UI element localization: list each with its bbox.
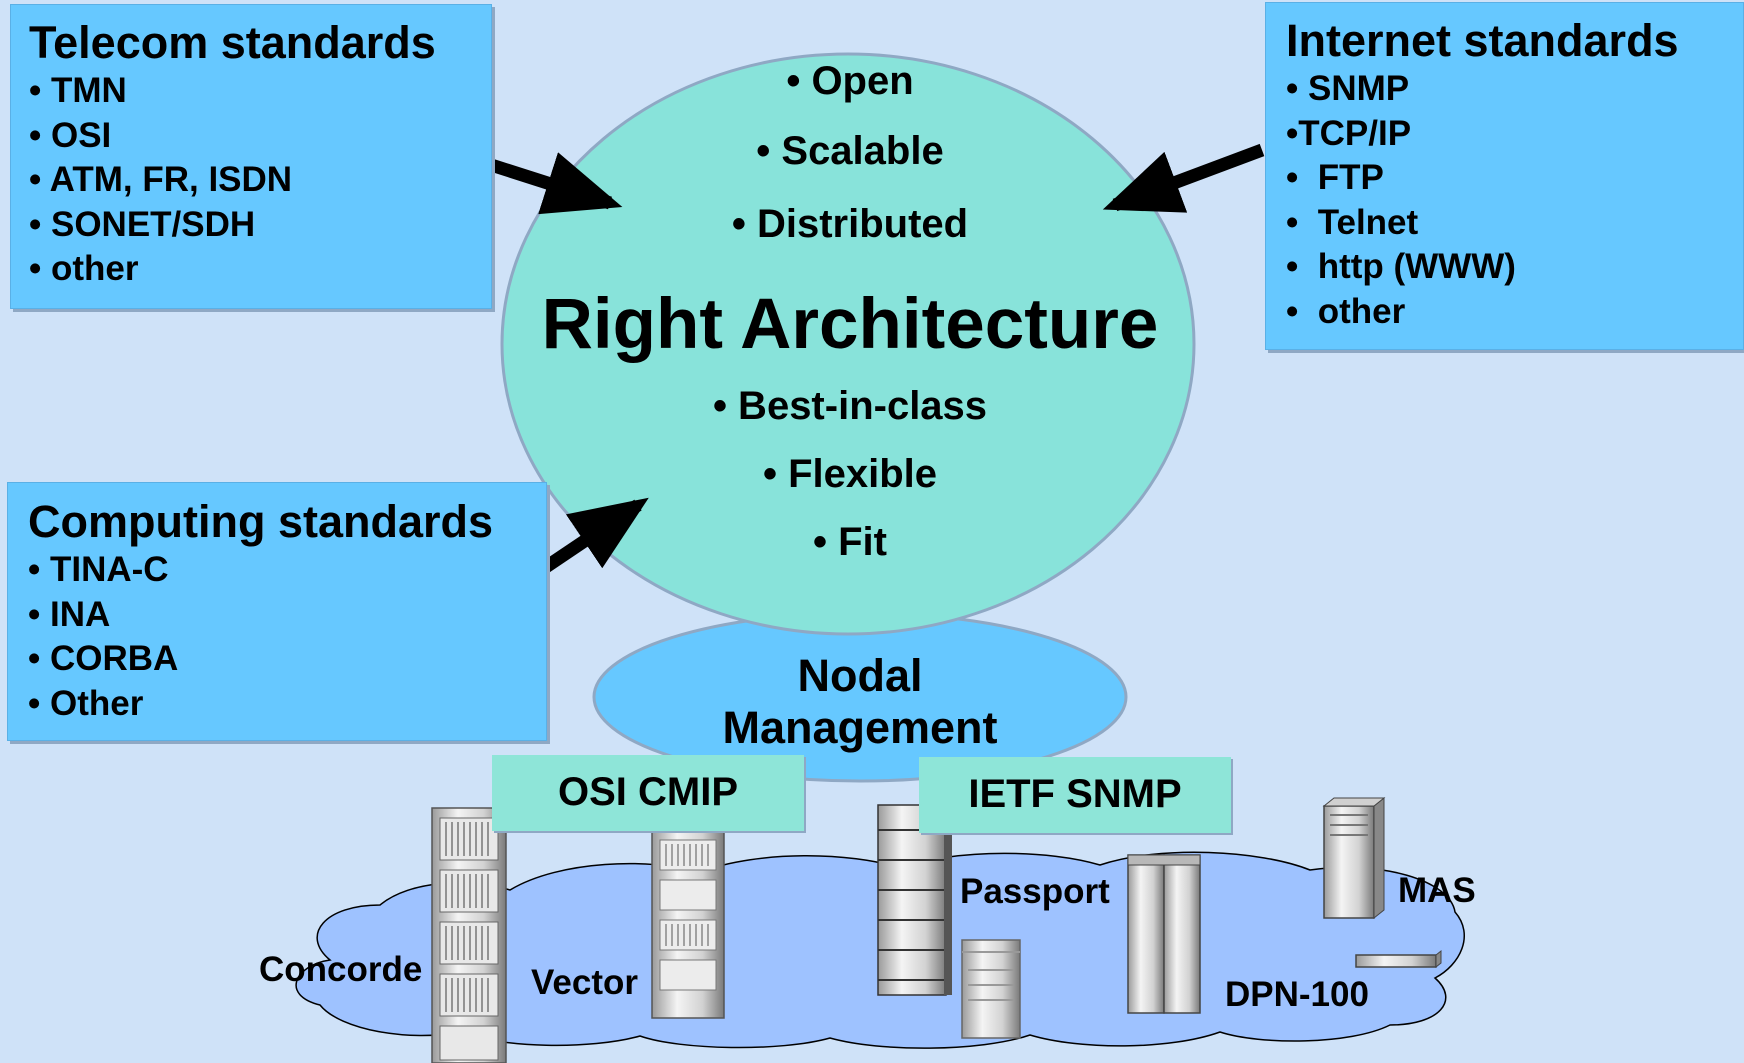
architecture-property-distributed: • Distributed	[731, 202, 969, 246]
internet-standards-box: Internet standards • SNMP •TCP/IP • FTP …	[1265, 2, 1744, 350]
telecom-standards-list: • TMN • OSI • ATM, FR, ISDN • SONET/SDH …	[29, 69, 491, 292]
dpn-100-label: DPN-100	[1225, 975, 1369, 1014]
list-item: • other	[29, 249, 139, 288]
list-item: • INA	[28, 594, 111, 634]
list-item: • OSI	[29, 115, 112, 155]
architecture-property-scalable: • Scalable	[756, 129, 944, 173]
architecture-property-best-in-class: • Best-in-class	[712, 384, 988, 428]
modem-equipment	[1355, 949, 1442, 969]
dpn-100-equipment	[1127, 854, 1201, 1014]
list-item: • other	[1286, 291, 1406, 331]
passport-equipment	[877, 804, 952, 996]
computing-standards-box: Computing standards • TINA-C • INA • COR…	[7, 482, 547, 741]
architecture-title: Right Architecture	[541, 285, 1159, 364]
computing-standards-list: • TINA-C • INA • CORBA • Other	[28, 548, 546, 726]
ietf-snmp-box: IETF SNMP	[919, 757, 1231, 833]
list-item: • SNMP	[1286, 69, 1410, 108]
architecture-property-open: • Open	[786, 59, 914, 103]
list-item: • CORBA	[28, 639, 179, 678]
internet-standards-list: • SNMP •TCP/IP • FTP • Telnet • http (WW…	[1286, 67, 1743, 334]
architecture-property-flexible: • Flexible	[762, 452, 938, 496]
nodal-management-label: Nodal Management	[640, 650, 1080, 754]
list-item: • ATM, FR, ISDN	[29, 160, 293, 199]
list-item: • http (WWW)	[1286, 247, 1516, 286]
nodal-management-line1: Nodal	[797, 650, 923, 701]
list-item: • TMN	[29, 71, 127, 110]
osi-cmip-box: OSI CMIP	[492, 755, 804, 831]
telecom-standards-title: Telecom standards	[29, 17, 436, 68]
concorde-label: Concorde	[259, 950, 423, 989]
telecom-standards-box: Telecom standards • TMN • OSI • ATM, FR,…	[10, 4, 492, 309]
small-server-equipment	[961, 939, 1021, 1039]
vector-equipment	[651, 827, 725, 1019]
computing-standards-title: Computing standards	[28, 496, 494, 547]
list-item: • Telnet	[1286, 202, 1419, 242]
list-item: • TINA-C	[28, 550, 169, 589]
internet-standards-title: Internet standards	[1286, 15, 1679, 66]
mas-label: MAS	[1398, 871, 1476, 910]
mas-equipment	[1322, 796, 1386, 920]
nodal-management-line2: Management	[722, 702, 998, 753]
architecture-circle	[500, 52, 1196, 636]
concorde-equipment	[431, 807, 507, 1063]
passport-label: Passport	[960, 872, 1110, 911]
architecture-property-fit: • Fit	[813, 520, 887, 564]
list-item: • SONET/SDH	[29, 204, 256, 244]
list-item: • Other	[28, 683, 144, 723]
list-item: •TCP/IP	[1286, 113, 1412, 153]
list-item: • FTP	[1286, 158, 1384, 197]
internet-arrow	[1102, 143, 1265, 213]
vector-label: Vector	[531, 963, 638, 1002]
